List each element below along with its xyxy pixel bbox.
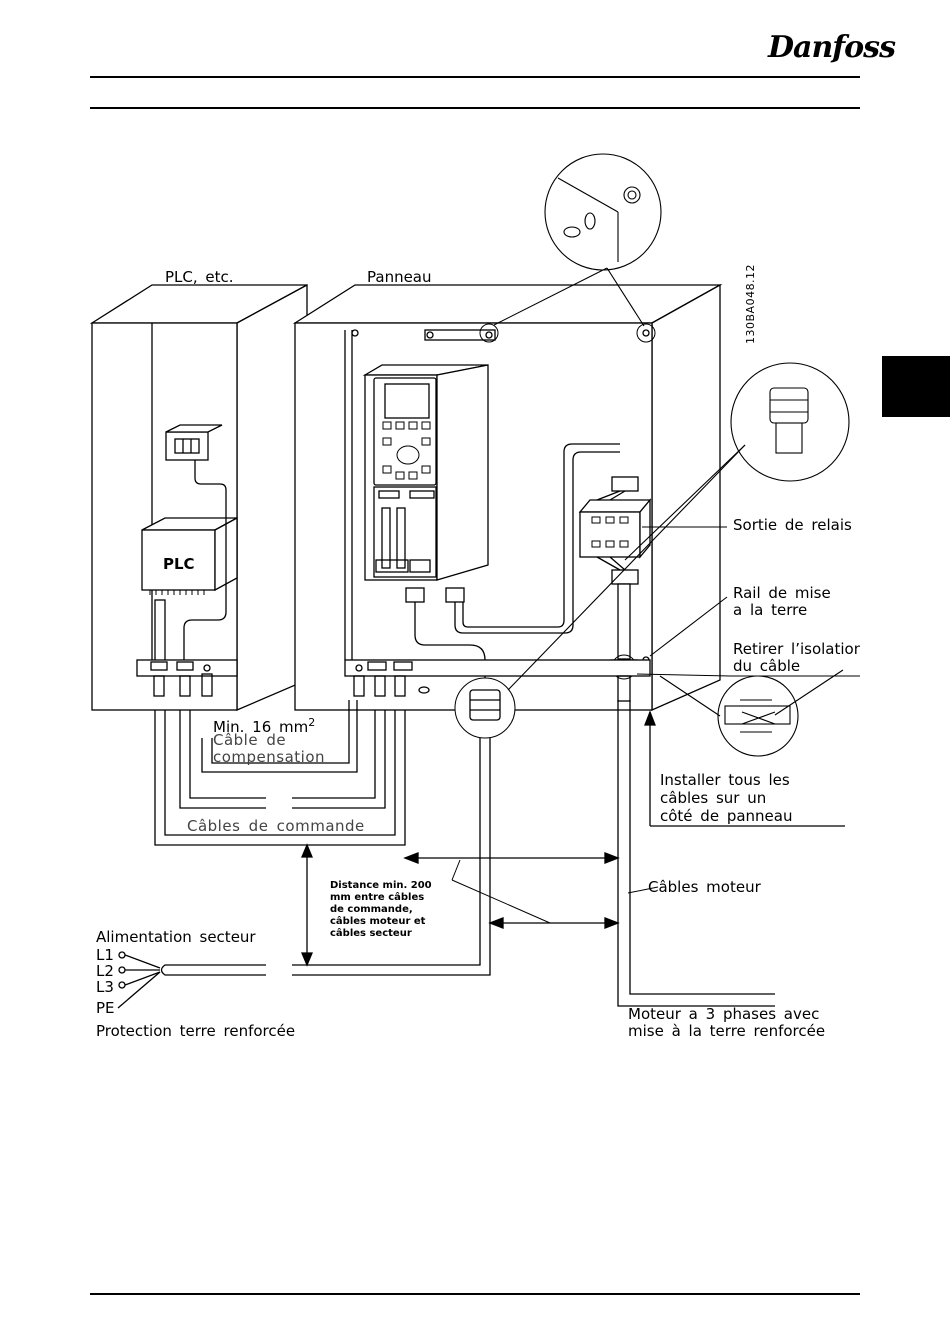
label-installer-line2: câbles sur un xyxy=(660,789,767,807)
header-rule-bottom xyxy=(90,107,860,109)
label-min16: Min. 16 mm2 xyxy=(213,714,315,736)
brand-logo: Danfoss xyxy=(768,30,896,65)
label-sortie-relais: Sortie de relais xyxy=(733,516,852,534)
label-cables-commande: Câbles de commande xyxy=(187,817,365,835)
panel-cabinet xyxy=(292,283,723,739)
label-retirer-line1: Retirer l’isolation xyxy=(733,640,860,658)
chapter-tab xyxy=(882,356,950,417)
label-moteur-line1: Moteur a 3 phases avec xyxy=(628,1005,820,1023)
label-l2: L2 xyxy=(96,962,114,980)
label-distance: Distance min. 200 mm entre câbles de com… xyxy=(330,880,432,939)
label-min16-text: Min. 16 mm xyxy=(213,718,309,736)
label-moteur-line2: mise à la terre renforcée xyxy=(628,1022,826,1040)
external-cables xyxy=(117,700,845,1009)
label-cables-moteur: Câbles moteur xyxy=(648,878,761,896)
label-installer-line1: Installer tous les xyxy=(660,771,790,789)
detail-callouts xyxy=(493,153,860,757)
figure-code: 130BA048.12 xyxy=(744,263,757,344)
label-retirer-line2: du câble xyxy=(733,657,801,675)
label-plc-etc: PLC, etc. xyxy=(165,268,234,286)
label-min16-sup: 2 xyxy=(308,716,316,729)
label-rail-line2: a la terre xyxy=(733,601,808,619)
label-l1: L1 xyxy=(96,946,114,964)
label-plc: PLC xyxy=(163,555,195,573)
header-rule-top xyxy=(90,76,860,78)
label-panneau: Panneau xyxy=(367,268,432,286)
label-l3: L3 xyxy=(96,978,114,996)
label-pe: PE xyxy=(96,999,115,1017)
label-compensation-line2: compensation xyxy=(213,748,326,766)
label-alimentation: Alimentation secteur xyxy=(96,928,256,946)
label-installer-line3: côté de panneau xyxy=(660,807,793,825)
footer-rule xyxy=(90,1293,860,1295)
label-rail-line1: Rail de mise xyxy=(733,584,831,602)
label-compensation-line1: Câble de xyxy=(213,731,287,749)
label-protection: Protection terre renforcée xyxy=(96,1022,296,1040)
plc-cabinet xyxy=(89,283,308,711)
